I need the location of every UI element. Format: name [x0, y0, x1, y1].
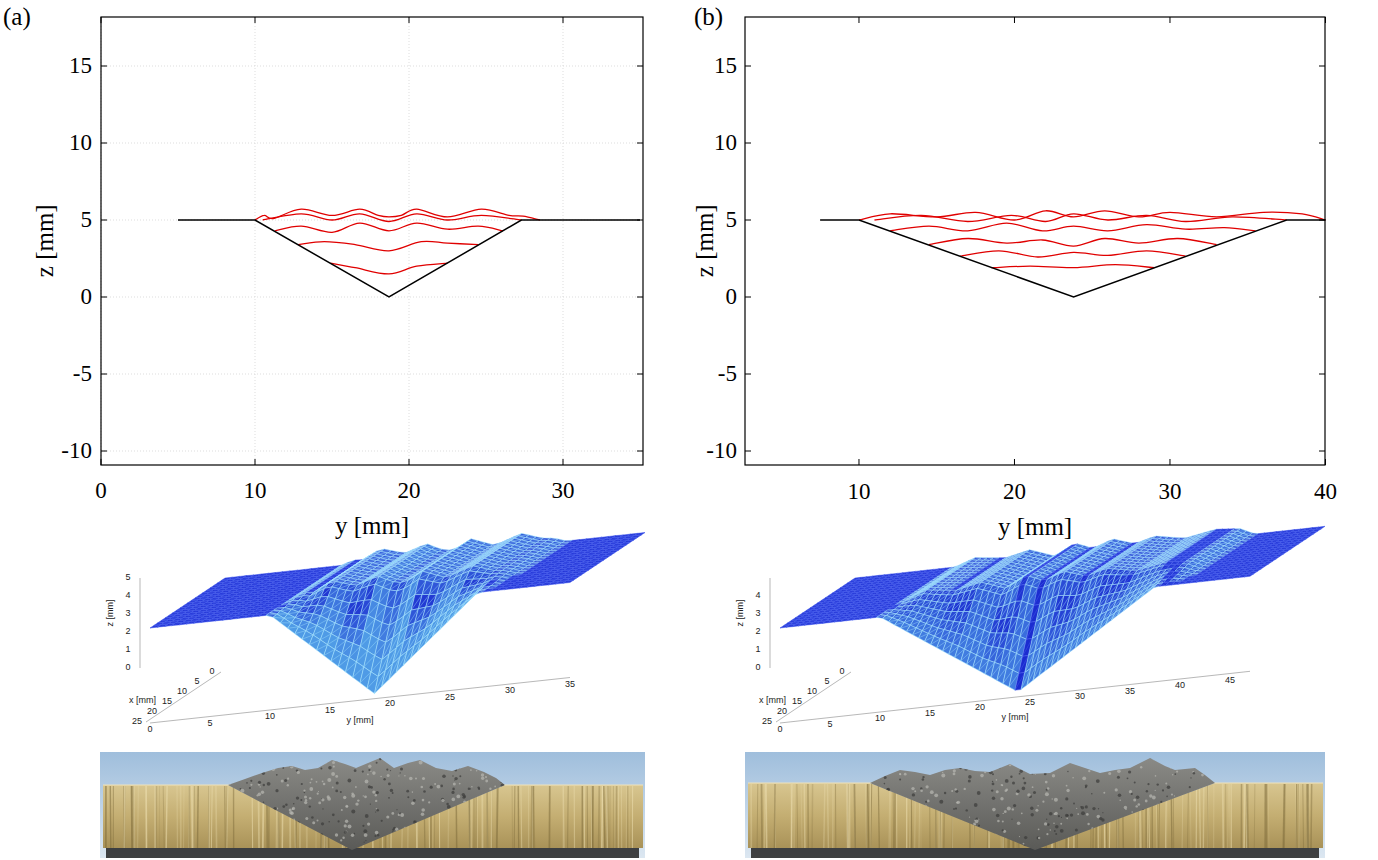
surface-mesh: [140, 533, 645, 724]
profile-plot: [745, 17, 1326, 465]
profile-plot: [101, 17, 643, 465]
plot-area: [745, 17, 1325, 465]
plot-area: [101, 17, 643, 465]
